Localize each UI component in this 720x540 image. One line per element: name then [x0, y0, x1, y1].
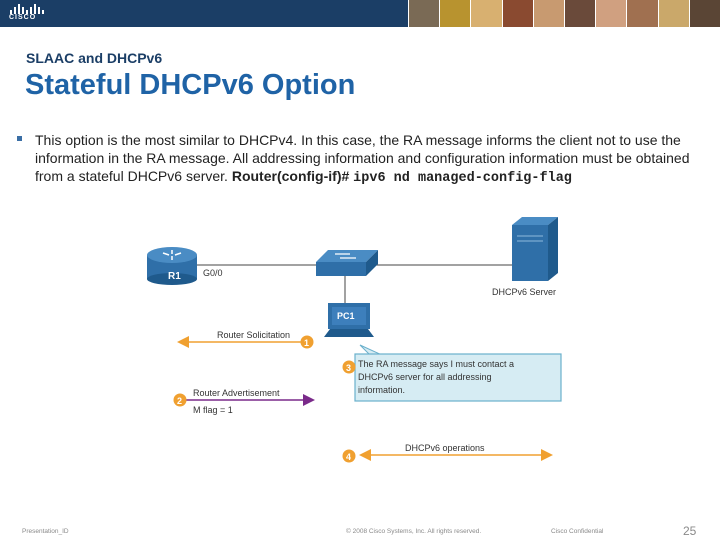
footer-confidential: Cisco Confidential: [551, 528, 603, 535]
step2-sublabel: M flag = 1: [193, 405, 233, 415]
step1-label: Router Solicitation: [217, 330, 290, 340]
interface-label: G0/0: [203, 268, 223, 278]
router-label: R1: [168, 271, 181, 282]
callout-line-2: DHCPv6 server for all addressing: [358, 372, 492, 382]
server-icon: [512, 217, 558, 281]
server-label: DHCPv6 Server: [492, 287, 556, 297]
pc-label: PC1: [337, 311, 355, 321]
switch-icon: [316, 250, 378, 276]
step3-number: 3: [346, 363, 351, 373]
footer-presentation-id: Presentation_ID: [22, 528, 69, 535]
step4-number: 4: [346, 452, 351, 462]
step4-label: DHCPv6 operations: [405, 443, 485, 453]
callout-line-3: information.: [358, 385, 405, 395]
step2-number: 2: [177, 396, 182, 406]
footer-copyright: © 2008 Cisco Systems, Inc. All rights re…: [346, 528, 481, 535]
callout-line-1: The RA message says I must contact a: [358, 359, 514, 369]
step1-number: 1: [304, 338, 309, 348]
step2-label: Router Advertisement: [193, 388, 280, 398]
page-number: 25: [683, 524, 696, 538]
